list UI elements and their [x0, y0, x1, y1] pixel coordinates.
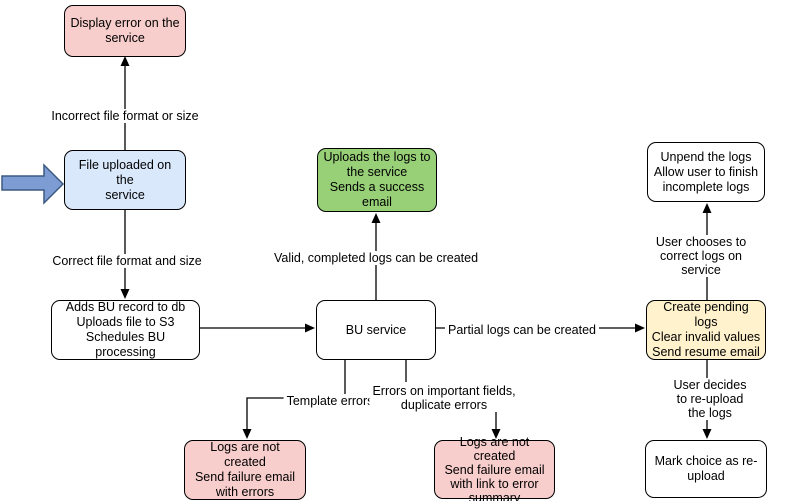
edge-incorrect-format	[120, 56, 130, 150]
arrowhead-up-icon	[371, 213, 381, 223]
node-file-uploaded: File uploaded on the service	[64, 150, 186, 210]
node-logs-failure-summary: Logs are not created Send failure email …	[434, 435, 555, 501]
arrowhead-down-icon	[702, 429, 712, 439]
arrowhead-down-icon	[120, 289, 130, 299]
node-create-pending-logs: Create pending logs Clear invalid values…	[646, 300, 766, 360]
edge-adds-bu-to-service	[200, 323, 315, 333]
edge-label-user-decides: User decides to re-upload the logs	[664, 378, 756, 420]
node-logs-failure-errors: Logs are not created Send failure email …	[184, 440, 306, 500]
arrowhead-right-icon	[635, 323, 645, 333]
edge-label-valid-logs: Valid, completed logs can be created	[270, 251, 482, 265]
edge-label-user-chooses: User chooses to correct logs on service	[651, 235, 751, 277]
edge-label-correct-file: Correct file format and size	[49, 254, 205, 268]
node-display-error: Display error on the service	[64, 5, 186, 57]
arrowhead-up-icon	[702, 203, 712, 213]
edge-important-errors	[405, 358, 501, 439]
node-bu-service: BU service	[316, 300, 436, 360]
edge-correct-format	[120, 210, 130, 299]
edge-label-partial-logs: Partial logs can be created	[444, 323, 600, 337]
node-mark-reupload: Mark choice as re- upload	[645, 440, 767, 498]
arrowhead-up-icon	[120, 56, 130, 66]
edge-label-important-errors: Errors on important fields, duplicate er…	[369, 384, 519, 412]
edge-label-template-errors: Template errors	[283, 394, 377, 408]
node-uploads-logs-success: Uploads the logs to the service Sends a …	[317, 148, 437, 212]
arrowhead-down-icon	[491, 429, 501, 439]
thick-right-arrow-icon	[1, 163, 65, 205]
arrowhead-down-icon	[242, 429, 252, 439]
edge-label-incorrect-file: Incorrect file format or size	[48, 109, 202, 123]
node-unpend-logs: Unpend the logs Allow user to finish inc…	[647, 142, 765, 202]
arrowhead-right-icon	[305, 323, 315, 333]
node-adds-bu-record: Adds BU record to db Uploads file to S3 …	[51, 300, 200, 360]
